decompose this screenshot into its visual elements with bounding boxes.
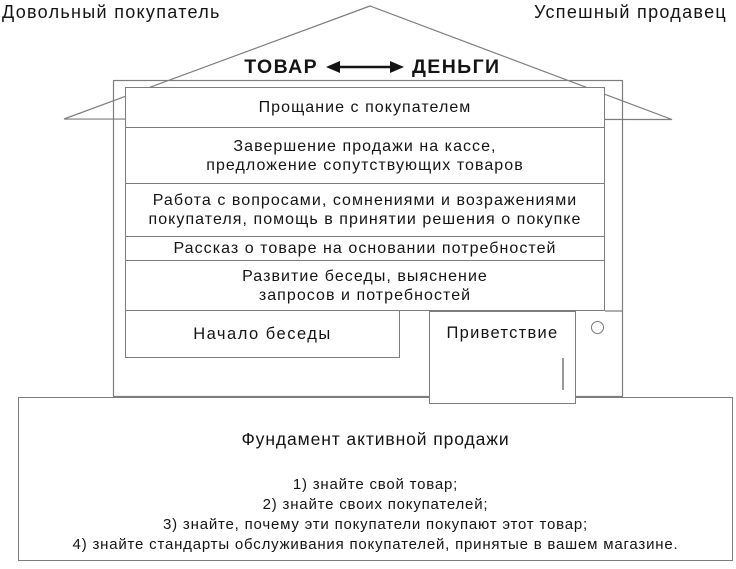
foundation-item-3: 3) знайте, почему эти покупатели покупаю… bbox=[163, 516, 588, 533]
foundation-box: Фундамент активной продажи 1) знайте сво… bbox=[18, 397, 733, 561]
door-knob-circle bbox=[591, 321, 604, 334]
door-handle bbox=[562, 358, 564, 390]
greeting-door-label: Приветствие bbox=[446, 324, 559, 342]
foundation-item-2: 2) знайте своих покупателей; bbox=[262, 496, 489, 513]
foundation-title: Фундамент активной продажи bbox=[241, 429, 510, 449]
money-label: ДЕНЬГИ bbox=[412, 56, 501, 78]
label-successful-seller: Успешный продавец bbox=[533, 2, 727, 22]
stage-row-needs-discovery: Развитие беседы, выяснение запросов и по… bbox=[125, 261, 605, 311]
house-wall bbox=[112, 79, 624, 398]
exchange-arrow bbox=[326, 61, 404, 73]
label-satisfied-buyer: Довольный покупатель bbox=[2, 2, 221, 22]
foundation-item-4: 4) знайте стандарты обслуживания покупат… bbox=[72, 536, 679, 553]
conversation-start-box: Начало беседы bbox=[125, 310, 400, 358]
stage-row-closing-sale: Завершение продажи на кассе, предложение… bbox=[125, 128, 605, 184]
foundation-item-1: 1) знайте свой товар; bbox=[292, 476, 459, 493]
goods-label: ТОВАР bbox=[244, 56, 318, 78]
stage-row-product-story: Рассказ о товаре на основании потребност… bbox=[125, 237, 605, 261]
stage-row-objections: Работа с вопросами, сомнениями и возраже… bbox=[125, 184, 605, 237]
greeting-door: Приветствие bbox=[429, 311, 576, 404]
stage-row-farewell: Прощание с покупателем bbox=[125, 87, 605, 128]
